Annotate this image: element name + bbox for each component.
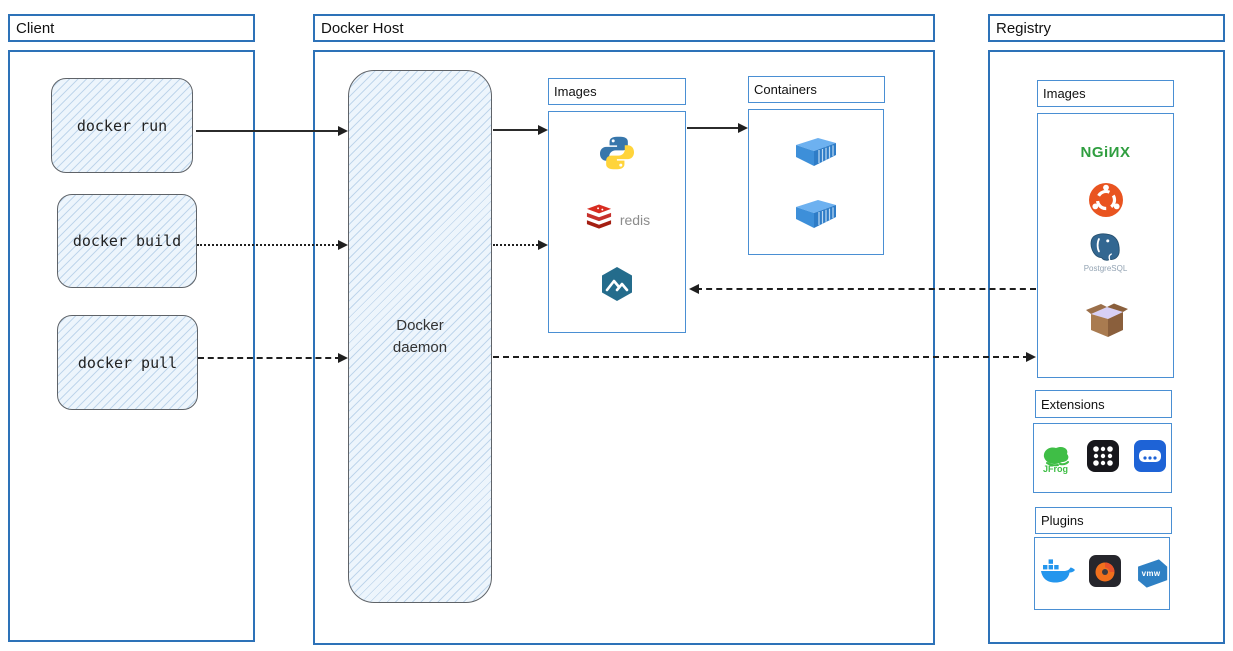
arrow-docker-pull-to-daemon <box>198 353 348 363</box>
arrow-registry-images-to-host-images <box>689 284 1036 294</box>
redis-label: redis <box>619 211 651 228</box>
postgresql-label: PostgreSQL <box>1083 264 1128 273</box>
plugins-title-label: Plugins <box>1041 513 1084 528</box>
container-icon <box>749 197 883 229</box>
redis-image-item: redis <box>549 204 685 235</box>
docker-daemon-label: Docker daemon <box>392 316 448 356</box>
docker-daemon-node: Docker daemon <box>348 70 492 603</box>
vmware-label: vmw <box>1141 569 1161 578</box>
extensions-title-label: Extensions <box>1041 396 1105 412</box>
registry-title-label: Registry <box>996 19 1052 37</box>
docker-build-node: docker build <box>57 194 197 288</box>
extensions-box: JFrog <box>1033 423 1172 493</box>
docker-build-label: docker build <box>72 232 182 250</box>
registry-section-title: Registry <box>988 14 1225 42</box>
host-images-title-label: Images <box>554 84 597 99</box>
host-images-box: redis <box>548 111 686 333</box>
docker-pull-node: docker pull <box>57 315 198 410</box>
grafana-icon <box>1088 554 1122 593</box>
postgresql-icon <box>1038 232 1173 262</box>
virtual-appliance-icon <box>1133 439 1167 478</box>
ubuntu-icon <box>1038 182 1173 218</box>
docker-whale-icon <box>1035 556 1077 591</box>
docker-host-section-title: Docker Host <box>313 14 935 42</box>
container-icon <box>749 135 883 167</box>
jfrog-icon: JFrog <box>1039 443 1073 474</box>
containers-box <box>748 109 884 255</box>
arrow-host-images-to-containers <box>687 123 748 133</box>
plugins-box: vmw <box>1034 537 1170 610</box>
docker-pull-label: docker pull <box>77 353 178 372</box>
package-box-icon <box>1038 299 1173 339</box>
client-title-label: Client <box>16 19 55 37</box>
host-images-title: Images <box>548 78 686 105</box>
plugins-title: Plugins <box>1035 507 1172 534</box>
docker-run-node: docker run <box>51 78 193 173</box>
alpine-icon <box>549 266 685 302</box>
registry-images-title: Images <box>1037 80 1174 107</box>
arrow-daemon-to-host-images-dotted <box>493 240 548 250</box>
app-grid-icon <box>1086 439 1120 478</box>
containers-title-label: Containers <box>754 82 817 97</box>
redis-icon <box>584 204 614 235</box>
arrow-docker-run-to-daemon <box>196 126 348 136</box>
vmware-icon: vmw <box>1138 559 1168 588</box>
client-section-title: Client <box>8 14 255 42</box>
registry-images-box: NGiИX PostgreSQL <box>1037 113 1174 378</box>
jfrog-label: JFrog <box>1042 463 1068 474</box>
containers-title: Containers <box>748 76 885 103</box>
docker-run-label: docker run <box>76 116 168 135</box>
docker-host-title-label: Docker Host <box>321 19 404 37</box>
python-icon <box>549 134 685 172</box>
registry-images-title-label: Images <box>1043 86 1086 101</box>
arrow-daemon-to-host-images-solid <box>493 125 548 135</box>
extensions-title: Extensions <box>1035 390 1172 418</box>
arrow-daemon-to-registry-images <box>493 352 1036 362</box>
arrow-docker-build-to-daemon <box>197 240 348 250</box>
nginx-logo: NGiИX <box>1080 144 1131 161</box>
